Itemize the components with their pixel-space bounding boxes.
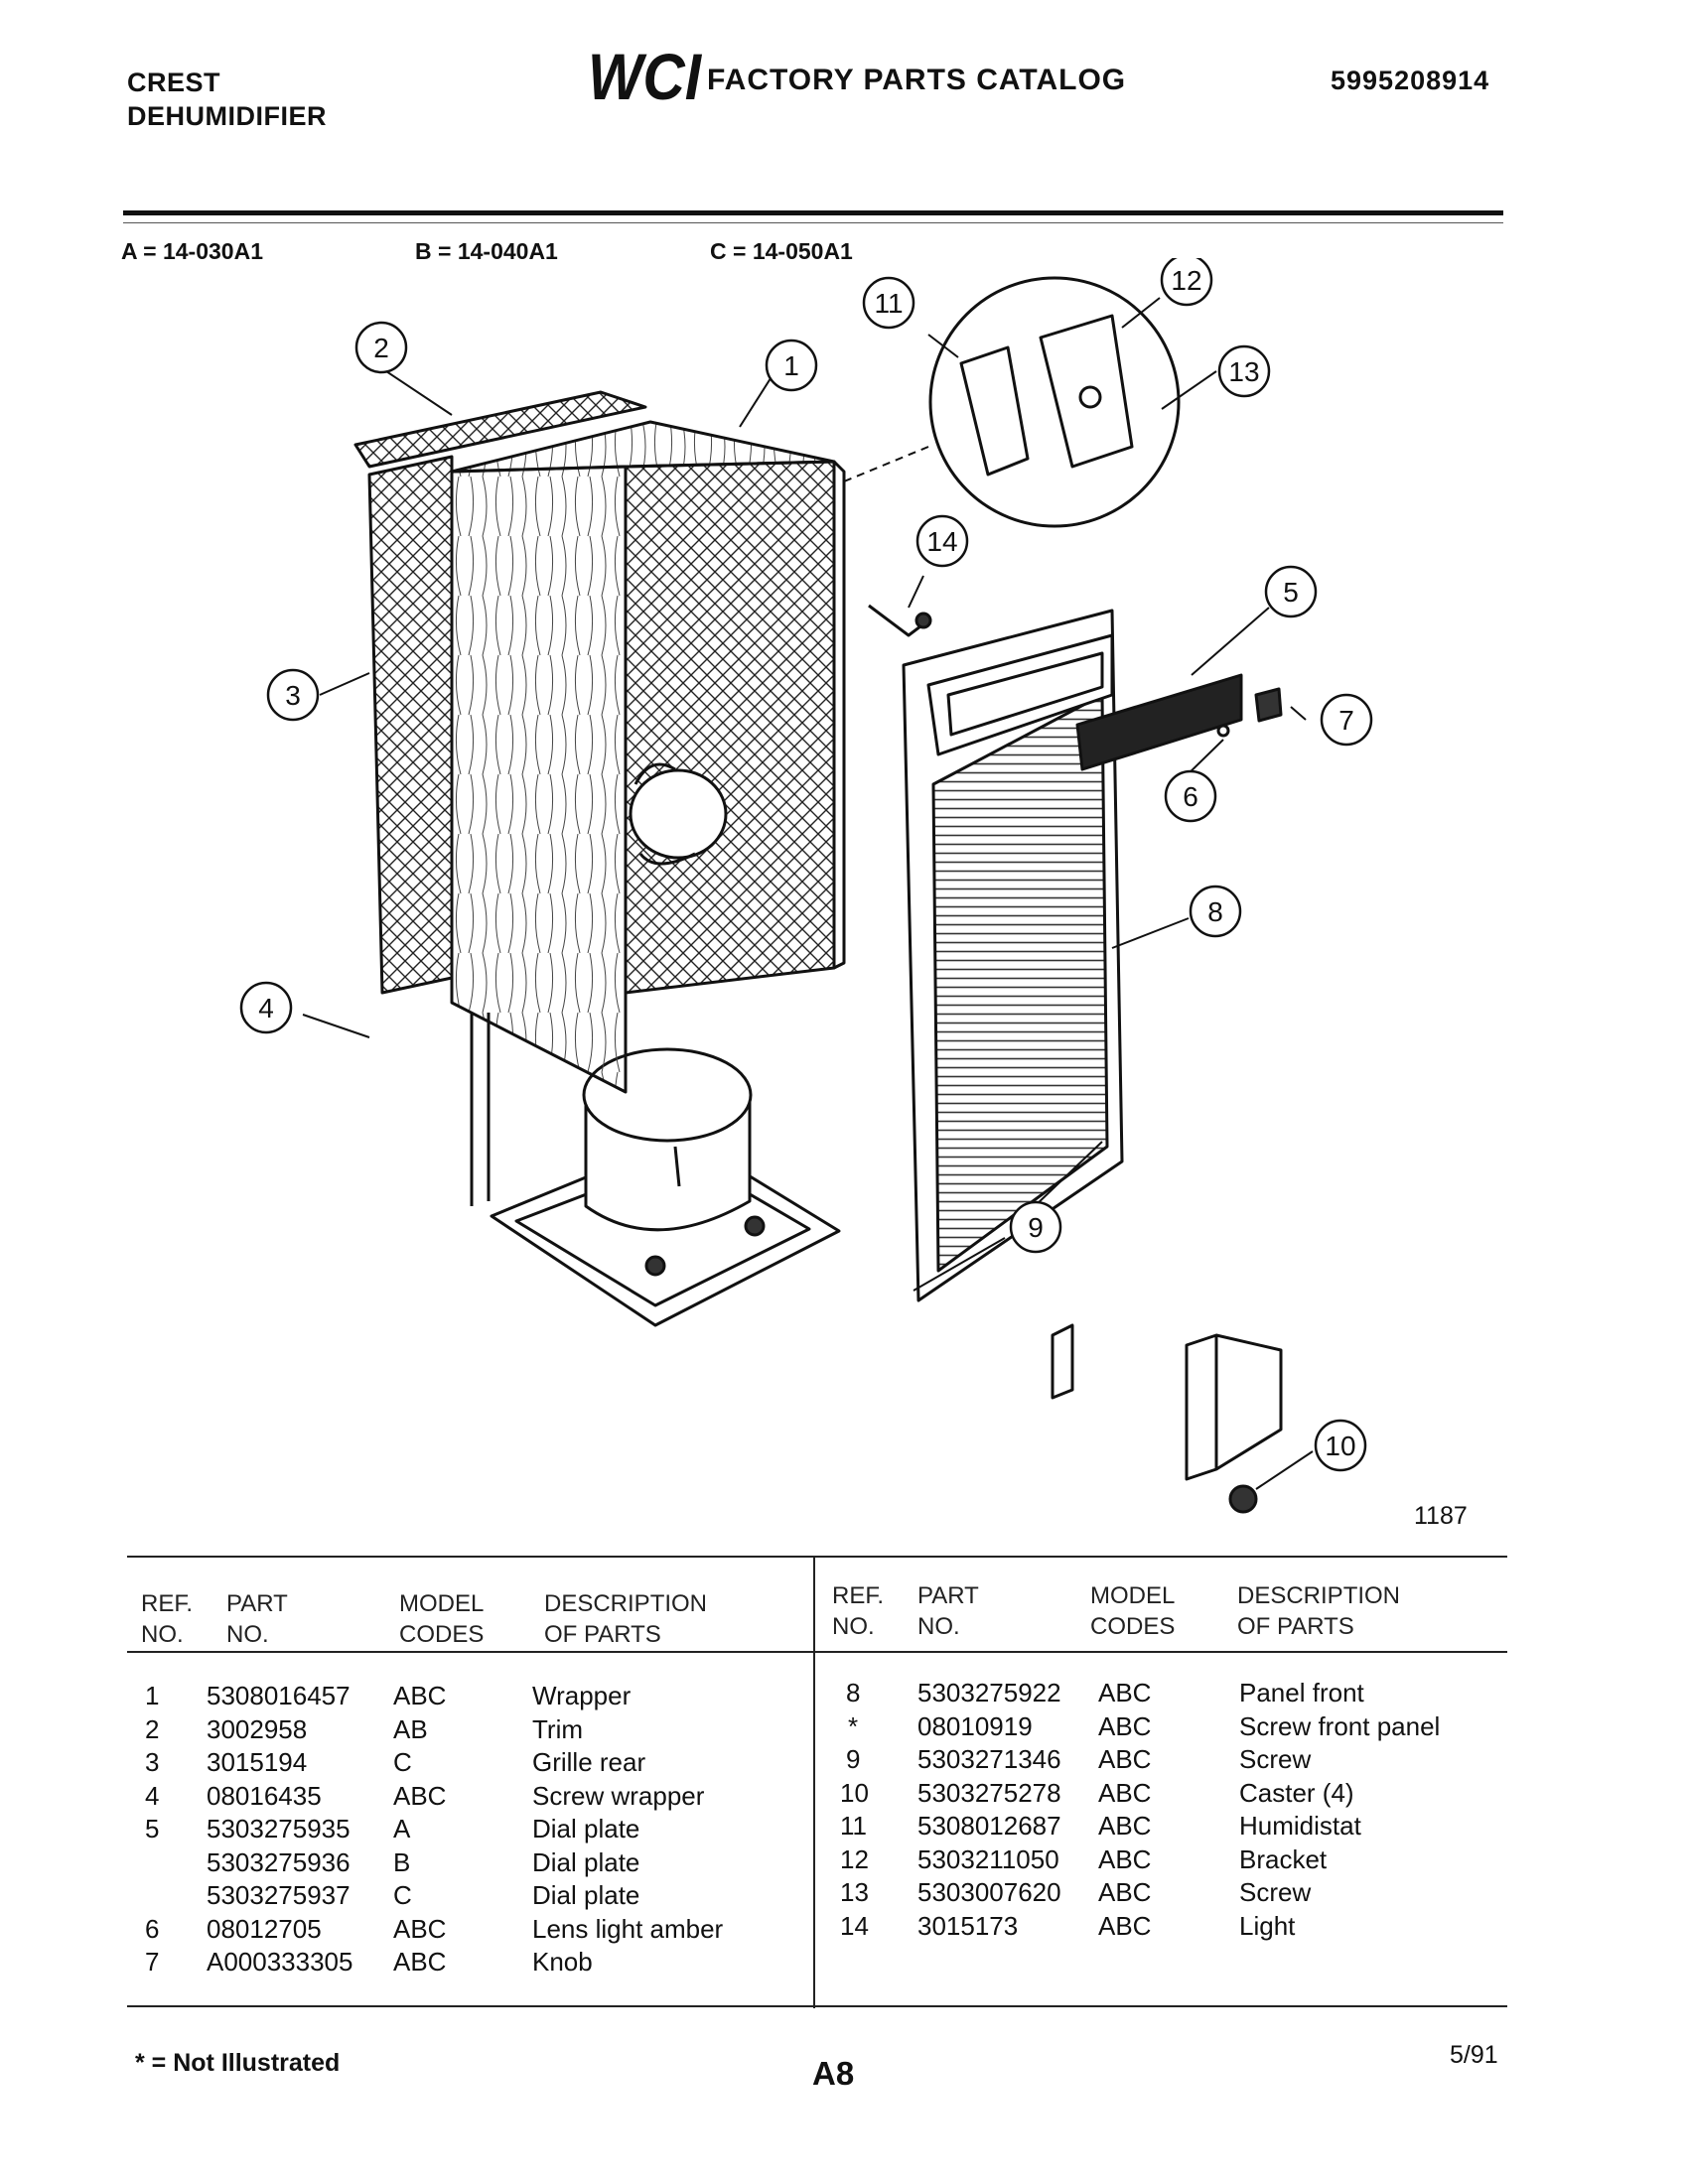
svg-text:2: 2 — [373, 333, 389, 363]
svg-text:3: 3 — [285, 680, 301, 711]
svg-text:6: 6 — [1183, 781, 1198, 812]
svg-text:12: 12 — [1171, 265, 1201, 296]
model-code-b: B = 14-040A1 — [415, 238, 558, 264]
callout-1: 1 — [765, 339, 818, 392]
callout-14: 14 — [915, 514, 969, 568]
table-header-rule — [127, 1651, 1507, 1653]
wrapper-cabinet — [450, 420, 846, 1094]
callout-10: 10 — [1314, 1419, 1367, 1472]
svg-text:1: 1 — [783, 350, 799, 381]
signal-light — [868, 604, 932, 637]
model-code-a: A = 14-030A1 — [121, 238, 263, 264]
callout-11: 11 — [862, 276, 915, 330]
page-id: A8 — [812, 2055, 855, 2092]
header-rule — [123, 210, 1503, 215]
caster-detail — [1051, 1323, 1283, 1514]
catalog-title: FACTORY PARTS CATALOG — [707, 64, 1127, 96]
document-number: 5995208914 — [1331, 66, 1490, 95]
table-top-rule — [127, 1556, 1507, 1558]
callout-3: 3 — [266, 668, 320, 722]
svg-text:8: 8 — [1207, 896, 1223, 927]
knob — [1254, 687, 1283, 723]
callout-13: 13 — [1217, 344, 1271, 398]
svg-text:7: 7 — [1338, 705, 1354, 736]
exploded-parts-diagram: 1 2 3 4 5 6 7 8 9 10 11 12 13 14 — [239, 258, 1373, 1514]
revision-date: 5/91 — [1450, 2041, 1498, 2069]
svg-text:11: 11 — [874, 288, 903, 319]
svg-text:14: 14 — [926, 526, 957, 557]
callout-12: 12 — [1160, 258, 1213, 307]
lens-light — [1216, 724, 1230, 738]
svg-text:10: 10 — [1325, 1431, 1355, 1461]
humidistat-detail — [928, 276, 1181, 528]
logo-text: WCI — [588, 40, 702, 109]
svg-text:5: 5 — [1283, 577, 1299, 608]
callout-8: 8 — [1189, 885, 1242, 938]
table-column-divider — [813, 1557, 815, 2008]
callout-7: 7 — [1320, 693, 1373, 747]
blower-fan — [629, 762, 728, 866]
callout-5: 5 — [1264, 565, 1318, 618]
compressor — [582, 1047, 766, 1277]
brand-line-1: CREST — [127, 68, 221, 97]
svg-text:13: 13 — [1228, 356, 1259, 387]
header-rule-thin — [123, 222, 1503, 223]
callout-6: 6 — [1164, 769, 1217, 823]
dial-plate — [1075, 673, 1243, 771]
table-bottom-rule — [127, 2005, 1507, 2007]
top-trim — [353, 390, 647, 469]
rear-grille — [367, 455, 454, 995]
wci-logo: WCI — [588, 40, 702, 109]
svg-text:4: 4 — [258, 993, 274, 1024]
not-illustrated-note: * = Not Illustrated — [135, 2049, 341, 2077]
header-ref-no-left: REF.NO. — [141, 1590, 194, 1648]
front-panel — [902, 609, 1124, 1302]
header-ref-no-right: REF.NO. — [832, 1582, 885, 1640]
brand-line-2: DEHUMIDIFIER — [127, 101, 327, 131]
brand-name: CREST DEHUMIDIFIER — [127, 66, 327, 133]
model-code-c: C = 14-050A1 — [710, 238, 853, 264]
figure-number: 1187 — [1414, 1502, 1468, 1530]
callout-2: 2 — [354, 321, 408, 374]
callout-9: 9 — [1009, 1200, 1062, 1254]
svg-text:9: 9 — [1028, 1212, 1044, 1243]
callout-4: 4 — [239, 981, 293, 1034]
